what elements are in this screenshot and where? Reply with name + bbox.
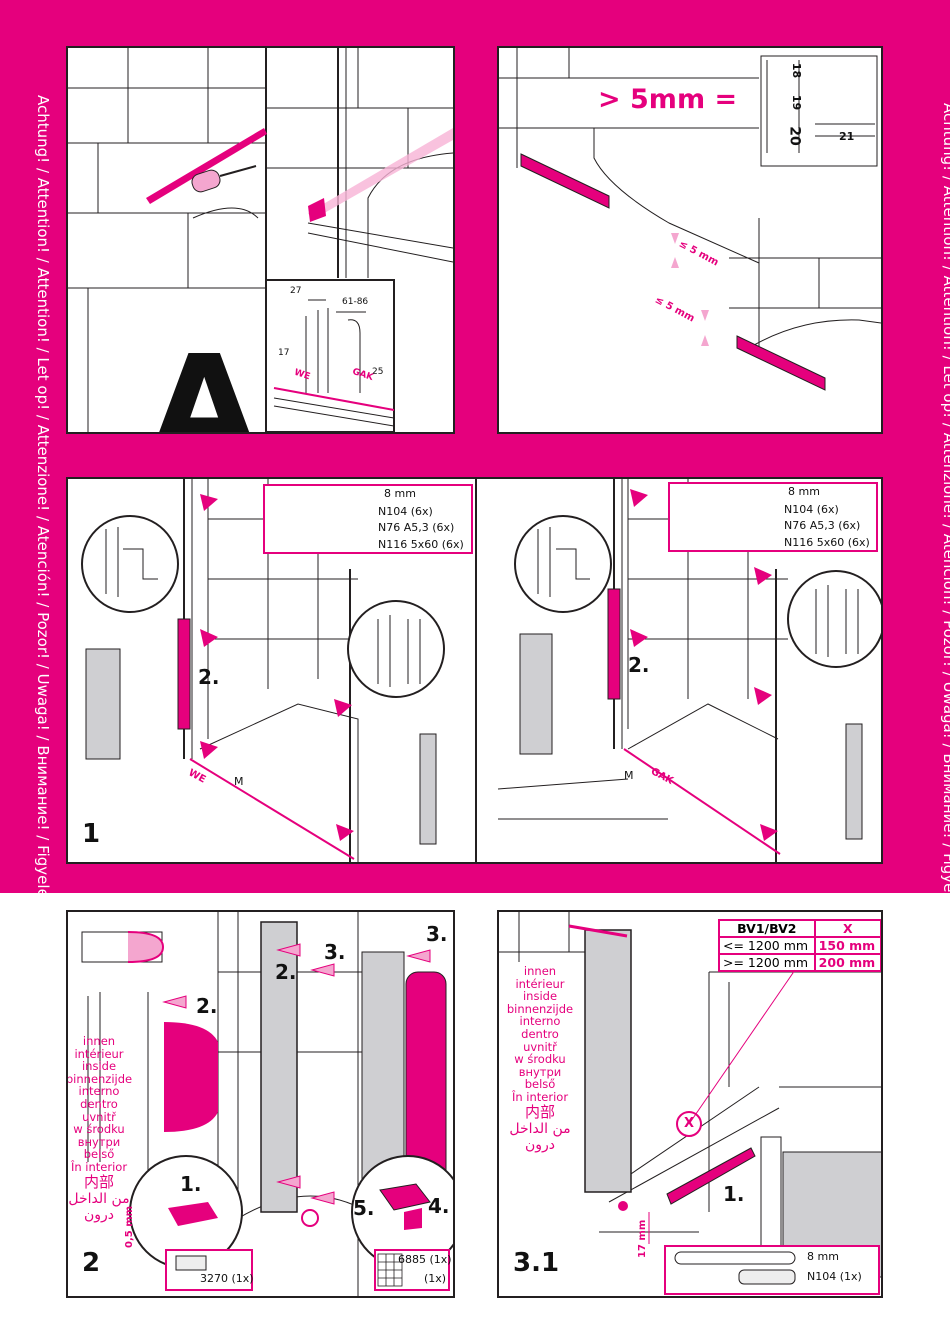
panel-step-2-drawing (81, 912, 453, 1296)
step2-part-left: 3270 (1x) (200, 1272, 254, 1285)
panel-step-3-1-drawing (499, 912, 881, 1295)
step2-label-3-mid: 3. (324, 940, 346, 964)
step1-left-part-4: N116 5x60 (6x) (378, 538, 464, 551)
inside-item: belső (524, 1077, 556, 1092)
level-measure: > 5mm = (598, 84, 738, 115)
step31-inside-list: innen intérieur inside binnenzijde inter… (499, 965, 581, 1153)
inside-item: innen (82, 1034, 116, 1048)
panel-step-3-1: BV1/BV2 X <= 1200 mm 150 mm >= 1200 mm 2… (497, 910, 883, 1298)
inside-item: intérieur (74, 1046, 124, 1061)
step1-left-part-2: N104 (6x) (378, 505, 433, 518)
inside-item: dentro (80, 1096, 118, 1111)
step1-left-part-3: N76 A5,3 (6x) (378, 521, 455, 534)
panel-a-drawing (68, 48, 453, 432)
dim-61-86: 61-86 (342, 297, 369, 307)
step2-label-5: 5. (353, 1196, 375, 1220)
panel-level: > 5mm = 18 19 20 21 ≤ 5 mm ≤ 5 mm (497, 46, 883, 434)
step2-dim: 0,5 mm (124, 1205, 135, 1248)
inside-item: interno (519, 1014, 561, 1029)
inside-item: درون (524, 1136, 556, 1153)
inside-item: внутри (77, 1134, 121, 1149)
step31-part-1: 8 mm (807, 1250, 839, 1263)
step2-label-2-left: 2. (196, 994, 218, 1018)
inside-item: belső (83, 1147, 115, 1162)
inside-item: binnenzijde (66, 1071, 133, 1086)
table-val-1: 150 mm (813, 936, 881, 955)
panel-a-letter: A (150, 326, 259, 434)
step1-right-part-1: 8 mm (788, 485, 820, 498)
inside-item: 内部 (83, 1172, 114, 1191)
step1-number: 1 (82, 819, 101, 849)
inside-item: w środku (514, 1052, 566, 1067)
inside-item: من الداخل (509, 1120, 571, 1137)
step1-parts-box-left (263, 484, 473, 554)
dim-25: 25 (372, 367, 384, 377)
warning-text-right: Achtung! / Attention! / Attention! / Let… (940, 103, 950, 1150)
step2-label-3-right: 3. (426, 922, 448, 946)
clearance-table: BV1/BV2 X <= 1200 mm 150 mm >= 1200 mm 2… (718, 919, 881, 972)
table-header-x: X (813, 919, 881, 938)
step31-label-1: 1. (723, 1182, 745, 1206)
inside-item: În interior (70, 1159, 128, 1174)
inside-item: 内部 (524, 1102, 555, 1121)
step1-label-m-left: M (234, 775, 244, 788)
x-mark: X (684, 1116, 695, 1131)
table-val-2: 200 mm (813, 953, 881, 972)
step1-parts-box-right (668, 482, 878, 552)
step31-number: 3.1 (513, 1248, 560, 1278)
table-header-bv: BV1/BV2 (718, 919, 816, 938)
dim-27: 27 (290, 286, 302, 296)
step31-part-2: N104 (1x) (807, 1270, 862, 1283)
step1-right-part-2: N104 (6x) (784, 503, 839, 516)
inside-item: dentro (521, 1026, 559, 1041)
step1-left-part-1: 8 mm (384, 487, 416, 500)
inside-item: inside (522, 989, 558, 1004)
inside-item: من الداخل (68, 1190, 130, 1207)
step1-substep-left: 2. (198, 665, 220, 689)
inside-item: inside (81, 1059, 117, 1074)
inside-item: innen (523, 964, 557, 978)
inside-item: uvnitř (82, 1109, 116, 1124)
step2-part-right-b: (1x) (424, 1272, 447, 1285)
inside-item: درون (83, 1206, 115, 1223)
inside-item: interno (78, 1084, 120, 1099)
panel-level-drawing (499, 48, 881, 391)
step1-label-m-right: M (624, 769, 634, 782)
inside-item: binnenzijde (506, 1001, 574, 1016)
ruler-20: 20 (786, 126, 803, 146)
step2-inside-list: innen intérieur inside binnenzijde inter… (66, 1034, 158, 1223)
inside-item: intérieur (515, 976, 565, 991)
ruler-19: 19 (790, 94, 804, 111)
ruler-21: 21 (839, 130, 855, 143)
step2-label-1: 1. (180, 1172, 202, 1196)
step2-label-4: 4. (428, 1194, 450, 1218)
table-cond-2: >= 1200 mm (718, 953, 816, 972)
panel-a: A 27 61-86 17 25 WE GAK (66, 46, 455, 434)
inside-item: внутри (518, 1064, 562, 1079)
dim-17: 17 (278, 348, 290, 358)
panel-step-1-drawing (81, 479, 881, 862)
table-cond-1: <= 1200 mm (718, 936, 816, 955)
inside-item: În interior (511, 1089, 569, 1104)
step2-number: 2 (82, 1248, 101, 1278)
step31-dim: 17 mm (637, 1219, 648, 1258)
panel-step-1: 8 mm N104 (6x) N76 A5,3 (6x) N116 5x60 (… (66, 477, 883, 864)
warning-text-left: Achtung! / Attention! / Attention! / Let… (34, 95, 52, 1142)
inside-item: w środku (73, 1122, 125, 1137)
panel-step-2: innen intérieur inside binnenzijde inter… (66, 910, 455, 1298)
step1-right-part-3: N76 A5,3 (6x) (784, 519, 861, 532)
step1-substep-right: 2. (628, 653, 650, 677)
ruler-18: 18 (790, 62, 804, 79)
step1-right-part-4: N116 5x60 (6x) (784, 536, 870, 549)
inside-item: uvnitř (523, 1039, 557, 1054)
step2-part-right-a: 6885 (1x) (398, 1253, 452, 1266)
step2-label-2-right: 2. (275, 960, 297, 984)
